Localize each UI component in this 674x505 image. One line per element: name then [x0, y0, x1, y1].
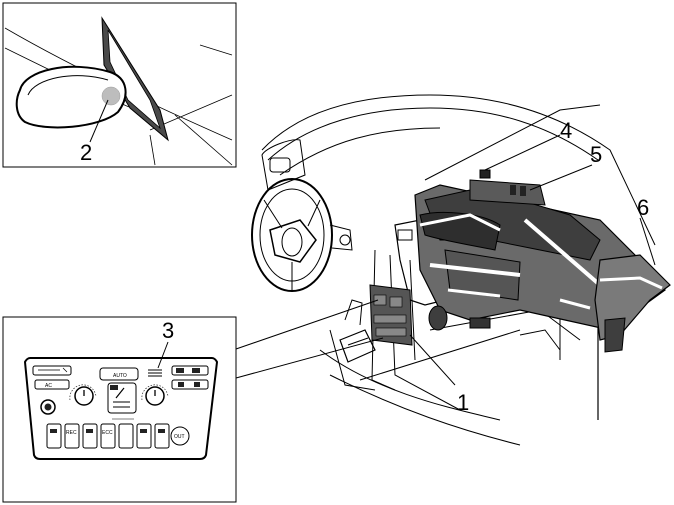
rec-label: REC [66, 430, 77, 436]
temp-knob-right[interactable] [141, 384, 169, 406]
fan-speed-knob[interactable] [40, 399, 56, 415]
button-blank-1[interactable] [118, 423, 134, 449]
callout-1: 1 [457, 390, 469, 415]
button-rec[interactable] [64, 423, 80, 449]
button-ecc[interactable] [100, 423, 116, 449]
callout-4: 4 [560, 118, 572, 143]
temp-knob-left[interactable] [69, 384, 97, 406]
main-callouts: 4 5 6 1 [409, 118, 656, 415]
mirror-sensor [101, 86, 121, 106]
button-vent[interactable] [154, 423, 170, 449]
climate-unit [369, 169, 671, 353]
auto-label: AUTO [113, 373, 127, 379]
button-defrost[interactable] [46, 423, 62, 449]
control-panel-inset: 3 AUTO AC [2, 299, 384, 503]
ecc-label: ECC [102, 430, 113, 436]
seat-heat-button[interactable] [171, 379, 209, 390]
callout-3: 3 [162, 318, 174, 343]
button-windshield[interactable] [82, 423, 98, 449]
button-floor[interactable] [136, 423, 152, 449]
callout-6: 6 [637, 195, 649, 220]
bottom-button-row: REC ECC OUT [46, 423, 190, 449]
mirror-inset: 2 [2, 2, 237, 168]
ac-label: AC [45, 383, 52, 389]
temp-sensor-grille [148, 369, 162, 377]
steering-wheel [251, 178, 333, 292]
button-out[interactable] [170, 426, 190, 446]
callout-5: 5 [590, 142, 602, 167]
airflow-display[interactable] [107, 382, 137, 414]
auto-button[interactable] [99, 367, 139, 381]
ac-button[interactable] [34, 379, 70, 390]
callout-2: 2 [80, 140, 92, 165]
rear-defrost-button[interactable] [32, 365, 72, 376]
out-label: OUT [174, 434, 185, 440]
